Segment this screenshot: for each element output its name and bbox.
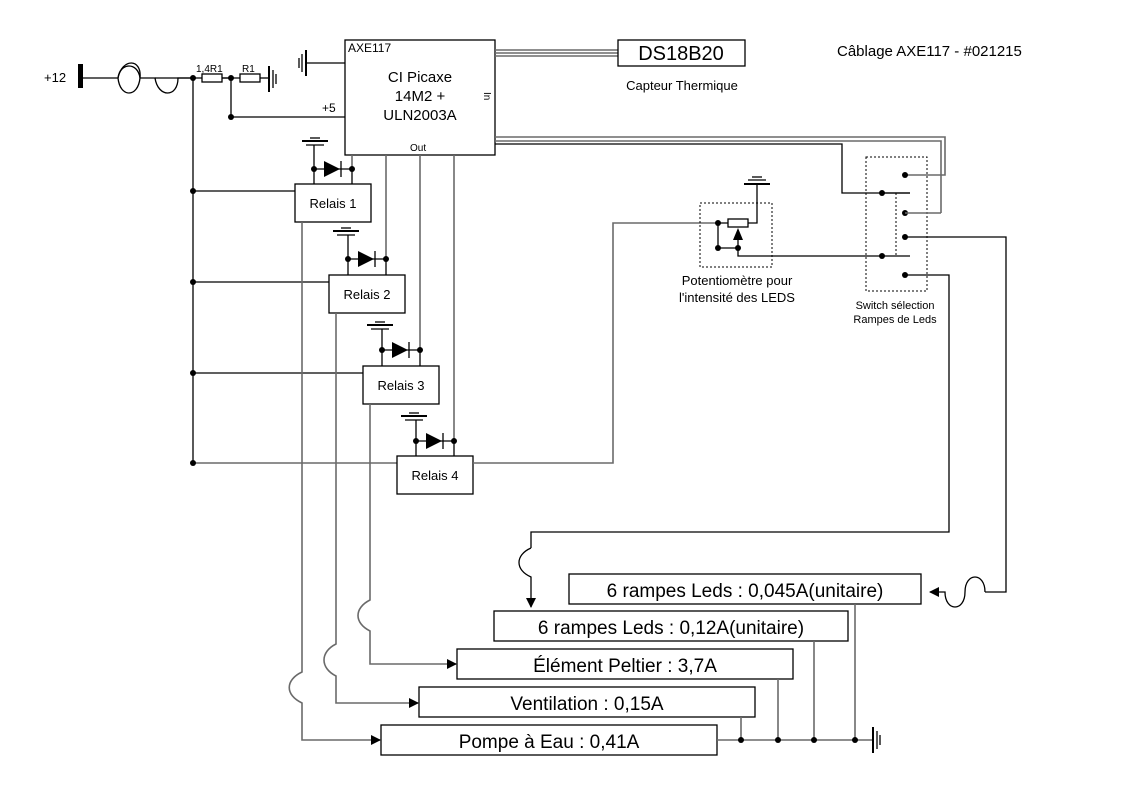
- ground-icon: [872, 727, 881, 753]
- diode-icon: [358, 251, 374, 267]
- relay-1: [294, 183, 372, 223]
- load-leds-045-label: 6 rampes Leds : 0,045A(unitaire): [607, 581, 884, 602]
- diode-icon: [426, 433, 442, 449]
- controller-line-3: ULN2003A: [383, 107, 456, 124]
- sensor-caption: Capteur Thermique: [626, 78, 738, 93]
- resistor-2-icon: [239, 73, 261, 83]
- ground-icon: [268, 66, 277, 92]
- ground-icon: [744, 176, 770, 185]
- controller-ref: AXE117: [348, 41, 391, 55]
- sensor-box: [617, 39, 746, 67]
- potentiometer-caption-1: Potentiomètre pour: [682, 273, 793, 288]
- relay-1-group: Relais 1: [190, 137, 372, 223]
- controller-line-1: CI Picaxe: [388, 69, 452, 86]
- relay-2-label: Relais 2: [344, 287, 391, 302]
- ground-icon: [302, 137, 328, 146]
- ground-icon: [401, 412, 427, 421]
- potentiometer: Potentiomètre pour l'intensité des LEDS: [679, 176, 882, 305]
- controller-pin-in: In: [481, 92, 492, 100]
- load-ventilation: [418, 686, 756, 718]
- resistor-1-label: 1,4R1: [196, 64, 223, 75]
- relay-4-group: Relais 4: [190, 412, 474, 495]
- diagram-title: Câblage AXE117 - #021215: [837, 43, 1022, 60]
- relay-4: [396, 455, 474, 495]
- relay-1-label: Relais 1: [310, 196, 357, 211]
- load-pump: [380, 724, 718, 756]
- resistor-2-label: R1: [242, 64, 255, 75]
- relay-3-label: Relais 3: [378, 378, 425, 393]
- relay-2-group: Relais 2: [190, 227, 406, 314]
- controller-pin-5v: +5: [322, 101, 336, 115]
- relay-2: [328, 274, 406, 314]
- ground-icon: [333, 227, 359, 236]
- load-leds-012-label: 6 rampes Leds : 0,12A(unitaire): [538, 618, 804, 639]
- ground-icon: [298, 50, 307, 76]
- diode-icon: [392, 342, 408, 358]
- relay-4-label: Relais 4: [412, 468, 459, 483]
- ground-icon: [367, 321, 393, 330]
- potentiometer-icon: [727, 218, 749, 228]
- controller-pin-out: Out: [410, 143, 426, 154]
- relay-3-group: Relais 3: [190, 321, 440, 405]
- controller-line-2: 14M2 +: [395, 88, 446, 105]
- power-terminal: [78, 64, 83, 88]
- switch-caption-1: Switch sélection: [856, 300, 935, 312]
- load-ventilation-label: Ventilation : 0,15A: [510, 694, 663, 715]
- load-leds-012: [493, 610, 849, 642]
- sensor-name: DS18B20: [638, 43, 724, 65]
- load-peltier-label: Élément Peltier : 3,7A: [533, 656, 717, 677]
- relay-3: [362, 365, 440, 405]
- fuse-icon: [117, 65, 141, 79]
- load-pump-label: Pompe à Eau : 0,41A: [459, 732, 640, 753]
- switch-caption-2: Rampes de Leds: [853, 314, 937, 326]
- power-label: +12: [44, 70, 66, 85]
- resistor-1-icon: [201, 73, 223, 83]
- led-switch: Switch sélection Rampes de Leds: [530, 156, 1007, 593]
- potentiometer-caption-2: l'intensité des LEDS: [679, 290, 795, 305]
- diode-icon: [324, 161, 340, 177]
- load-peltier: [456, 648, 794, 680]
- load-leds-045: [568, 573, 922, 605]
